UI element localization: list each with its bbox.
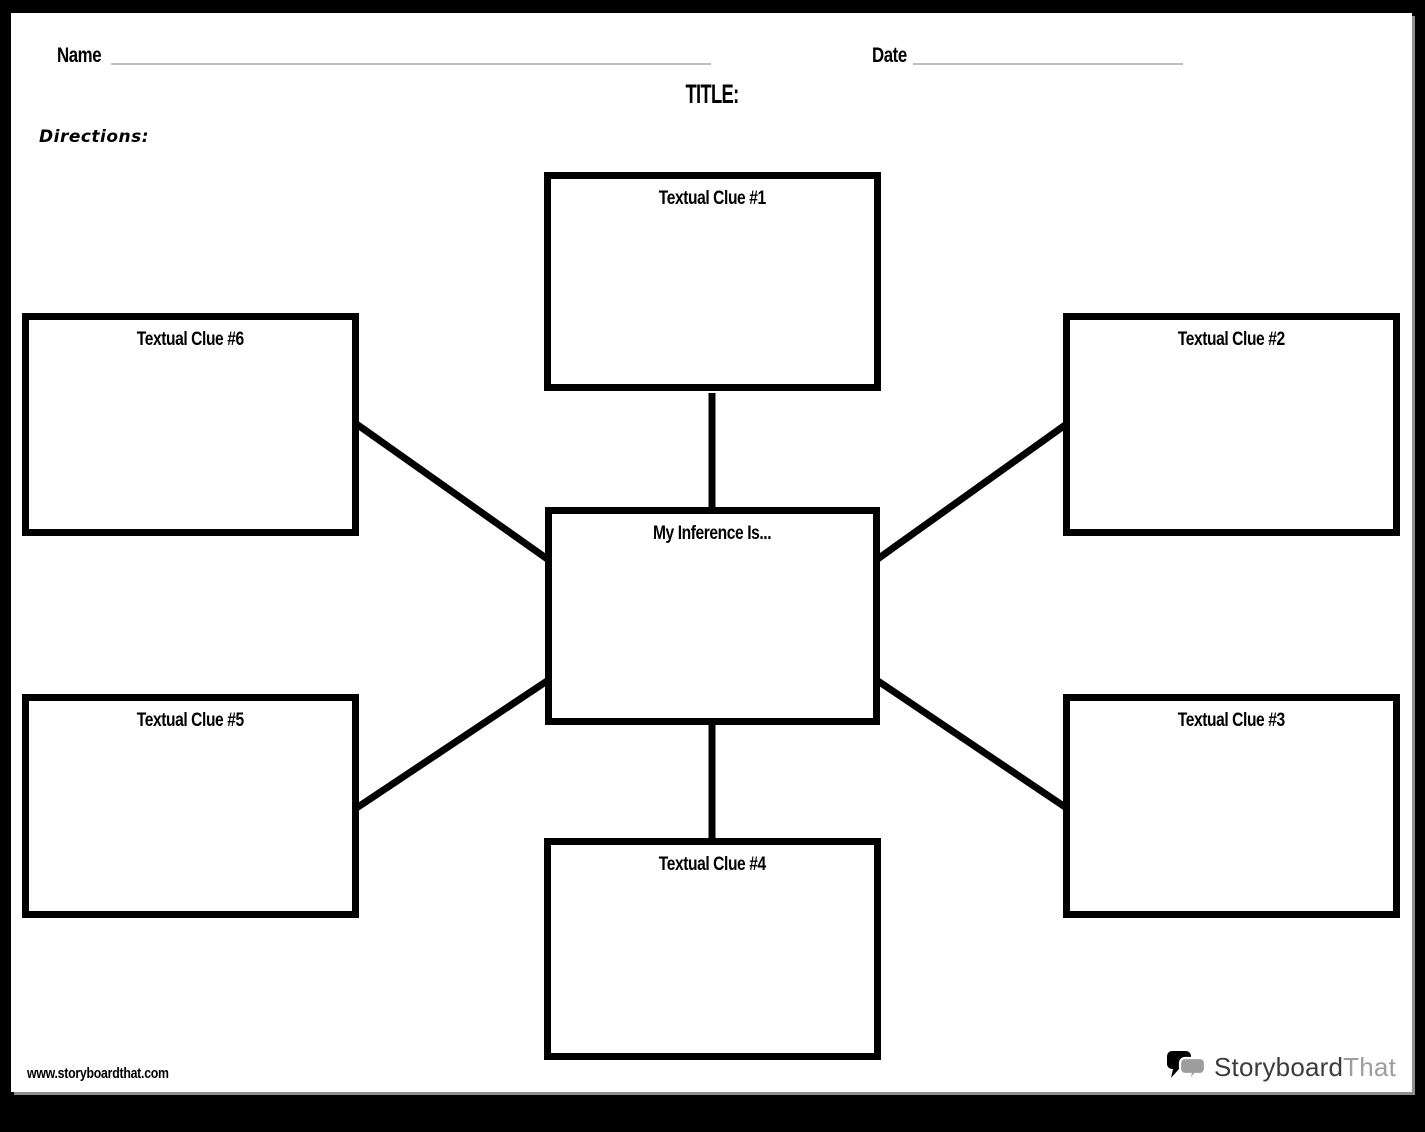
my-inference-heading: My Inference Is... bbox=[653, 523, 772, 544]
textual-clue-4-heading: Textual Clue #4 bbox=[658, 854, 766, 875]
directions-label: Directions: bbox=[39, 127, 150, 147]
logo-text-secondary: That bbox=[1343, 1051, 1396, 1082]
connector-line-clue5-center bbox=[353, 674, 555, 812]
date-label: Date bbox=[872, 44, 907, 67]
textual-clue-2-heading: Textual Clue #2 bbox=[1177, 329, 1285, 350]
connector-line-clue3-center bbox=[870, 674, 1070, 812]
storyboardthat-logo: StoryboardThat bbox=[1166, 1050, 1396, 1084]
speech-bubbles-icon bbox=[1166, 1051, 1207, 1082]
textual-clue-1-box: Textual Clue #1 bbox=[544, 172, 881, 391]
textual-clue-3-box: Textual Clue #3 bbox=[1063, 694, 1400, 918]
worksheet-page: Name Date TITLE: Directions: Textual Clu… bbox=[11, 13, 1412, 1092]
textual-clue-2-box: Textual Clue #2 bbox=[1063, 313, 1400, 536]
logo-text-primary: Storyboard bbox=[1213, 1051, 1344, 1082]
textual-clue-4-box: Textual Clue #4 bbox=[544, 838, 881, 1060]
my-inference-box: My Inference Is... bbox=[545, 507, 880, 725]
website-url: www.storyboardthat.com bbox=[27, 1065, 169, 1082]
connector-line-clue2-center bbox=[869, 420, 1071, 566]
name-label: Name bbox=[57, 44, 102, 67]
textual-clue-1-heading: Textual Clue #1 bbox=[658, 188, 766, 209]
page-title: TITLE: bbox=[684, 79, 739, 109]
textual-clue-6-heading: Textual Clue #6 bbox=[136, 329, 244, 350]
logo-text: StoryboardThat bbox=[1214, 1052, 1396, 1083]
textual-clue-5-box: Textual Clue #5 bbox=[22, 694, 359, 918]
textual-clue-5-heading: Textual Clue #5 bbox=[136, 710, 244, 731]
date-blank-line bbox=[913, 63, 1183, 65]
connector-line-clue6-center bbox=[352, 420, 556, 566]
connector-lines bbox=[352, 393, 1071, 845]
textual-clue-3-heading: Textual Clue #3 bbox=[1177, 710, 1285, 731]
textual-clue-6-box: Textual Clue #6 bbox=[22, 313, 359, 536]
name-blank-line bbox=[111, 63, 711, 65]
